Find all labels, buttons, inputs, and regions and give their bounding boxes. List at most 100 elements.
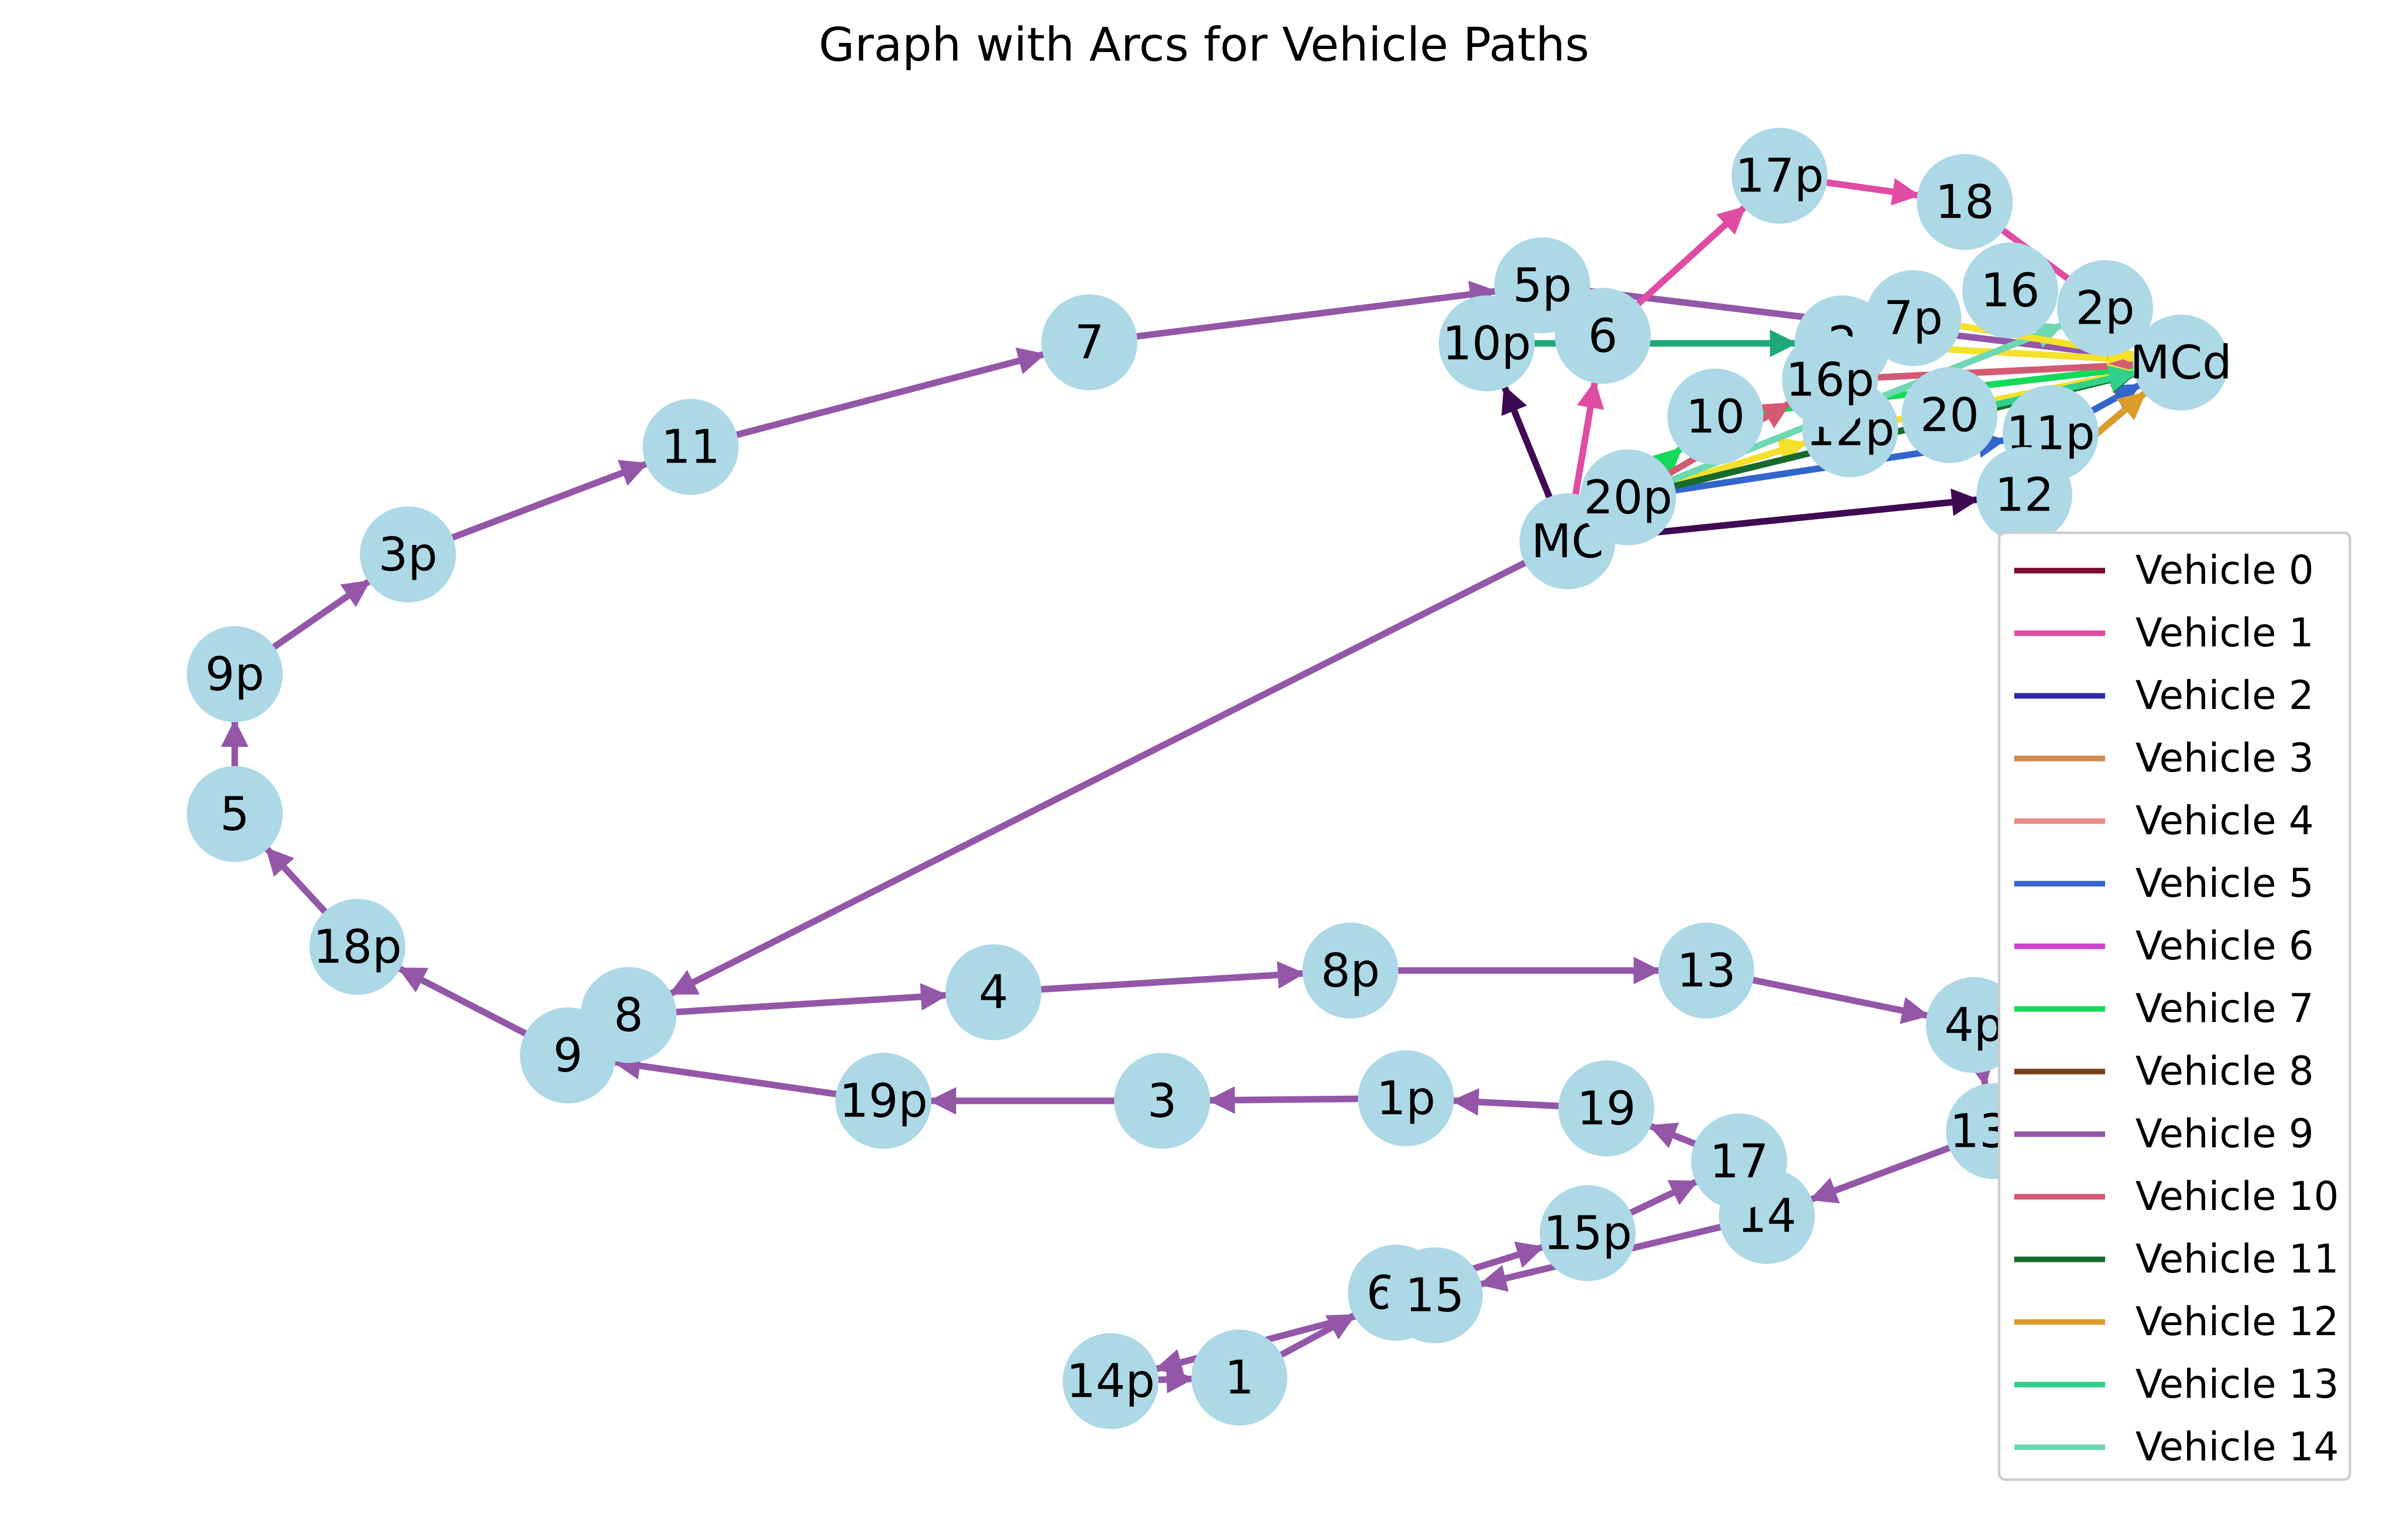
- edge-3p-to-11: [418, 460, 649, 553]
- node-4: 4: [946, 944, 1041, 1040]
- node-circle: [2133, 315, 2229, 411]
- legend-label: Vehicle 3: [2135, 736, 2314, 781]
- node-circle: [1555, 288, 1651, 384]
- node-circle: [946, 944, 1041, 1040]
- legend-item: Vehicle 4: [2014, 798, 2314, 844]
- node-label: 7: [1075, 316, 1105, 370]
- node-5: 5: [187, 766, 283, 862]
- node-11: 11: [643, 399, 739, 495]
- node-label: 14p: [1066, 1354, 1155, 1408]
- node-label: 2p: [2076, 281, 2135, 335]
- node-7p: 7p: [1865, 270, 1961, 366]
- node-circle: [1962, 242, 2058, 338]
- node-circle: [1902, 367, 1998, 463]
- node-circle: [187, 766, 283, 862]
- node-16p: 16p: [1782, 332, 1878, 428]
- node-circle: [360, 506, 456, 602]
- node-label: 11: [661, 420, 720, 474]
- node-label: 19p: [839, 1074, 927, 1128]
- node-circle: [1041, 294, 1137, 390]
- node-circle: [520, 1007, 616, 1103]
- node-8p: 8p: [1302, 923, 1398, 1019]
- node-circle: [1667, 369, 1763, 465]
- node-19p: 19p: [835, 1053, 931, 1149]
- node-label: 20p: [1584, 471, 1672, 525]
- node-label: 3p: [379, 528, 438, 582]
- node-label: 16: [1980, 264, 2039, 318]
- legend-item: Vehicle 3: [2014, 736, 2314, 781]
- node-2p: 2p: [2057, 260, 2153, 356]
- node-circle: [1063, 1333, 1159, 1429]
- node-circle: [2057, 260, 2153, 356]
- legend-frame: [1998, 531, 2351, 1481]
- edge-13-to-4p: [1717, 970, 1930, 1024]
- node-circle: [1917, 154, 2013, 250]
- edge-8-to-4: [639, 983, 949, 1018]
- node-15: 15: [1387, 1247, 1483, 1343]
- node-7: 7: [1041, 294, 1137, 390]
- node-17: 17: [1691, 1113, 1787, 1209]
- node-17p: 17p: [1732, 128, 1827, 224]
- node-label: 9p: [205, 647, 265, 701]
- node-18: 18: [1917, 154, 2013, 250]
- node-circle: [1732, 128, 1827, 224]
- node-label: 10p: [1442, 317, 1531, 371]
- legend-label: Vehicle 14: [2135, 1425, 2339, 1470]
- node-1p: 1p: [1358, 1050, 1454, 1146]
- legend-item: Vehicle 10: [2014, 1174, 2339, 1220]
- node-3p: 3p: [360, 506, 456, 602]
- legend-item: Vehicle 5: [2014, 861, 2314, 906]
- node-3: 3: [1114, 1053, 1210, 1149]
- node-circle: [835, 1053, 931, 1149]
- node-14p: 14p: [1063, 1333, 1159, 1429]
- node-MCd: MCd: [2130, 315, 2232, 411]
- node-label: 9: [553, 1029, 583, 1083]
- legend-item: Vehicle 8: [2014, 1049, 2314, 1094]
- legend-label: Vehicle 13: [2135, 1362, 2339, 1407]
- legend-label: Vehicle 2: [2135, 673, 2314, 719]
- node-label: 4: [979, 966, 1009, 1020]
- legend-item: Vehicle 6: [2014, 924, 2314, 969]
- node-label: 10: [1686, 390, 1745, 444]
- node-1: 1: [1191, 1330, 1287, 1426]
- legend-item: Vehicle 12: [2014, 1299, 2339, 1345]
- node-label: 4p: [1945, 998, 2004, 1052]
- node-label: 8p: [1321, 944, 1380, 998]
- node-9: 9: [520, 1007, 616, 1103]
- node-10: 10: [1667, 369, 1763, 465]
- node-circle: [643, 399, 739, 495]
- node-circle: [1691, 1113, 1787, 1209]
- node-label: 13: [1677, 944, 1736, 998]
- legend-label: Vehicle 10: [2135, 1174, 2339, 1220]
- legend-item: Vehicle 13: [2014, 1362, 2339, 1407]
- node-label: 16p: [1786, 353, 1874, 407]
- node-label: 19: [1577, 1082, 1636, 1136]
- legend-label: Vehicle 5: [2135, 861, 2314, 906]
- node-20p: 20p: [1580, 449, 1676, 545]
- legend-item: Vehicle 14: [2014, 1425, 2339, 1470]
- edge-11-to-7: [701, 347, 1046, 447]
- node-label: 15p: [1543, 1206, 1632, 1260]
- node-13: 13: [1658, 923, 1754, 1019]
- node-label: 18p: [313, 920, 401, 974]
- edge-MC-to-8: [668, 544, 1558, 997]
- node-label: 17: [1709, 1135, 1768, 1189]
- legend-item: Vehicle 1: [2014, 611, 2314, 656]
- legend-label: Vehicle 11: [2135, 1237, 2339, 1282]
- node-20: 20: [1902, 367, 1998, 463]
- node-circle: [1387, 1247, 1483, 1343]
- edge-16p-to-MCd: [1841, 352, 2136, 383]
- node-circle: [1540, 1185, 1636, 1281]
- legend-label: Vehicle 9: [2135, 1111, 2314, 1157]
- node-circle: [187, 626, 283, 722]
- node-15p: 15p: [1540, 1185, 1636, 1281]
- legend-item: Vehicle 2: [2014, 673, 2314, 719]
- node-label: 20: [1920, 388, 1979, 442]
- node-label: 1p: [1377, 1072, 1436, 1126]
- legend-label: Vehicle 4: [2135, 798, 2314, 844]
- node-label: MCd: [2130, 336, 2232, 390]
- node-circle: [1358, 1050, 1454, 1146]
- node-circle: [1658, 923, 1754, 1019]
- node-label: 3: [1147, 1074, 1177, 1128]
- node-19: 19: [1558, 1060, 1654, 1156]
